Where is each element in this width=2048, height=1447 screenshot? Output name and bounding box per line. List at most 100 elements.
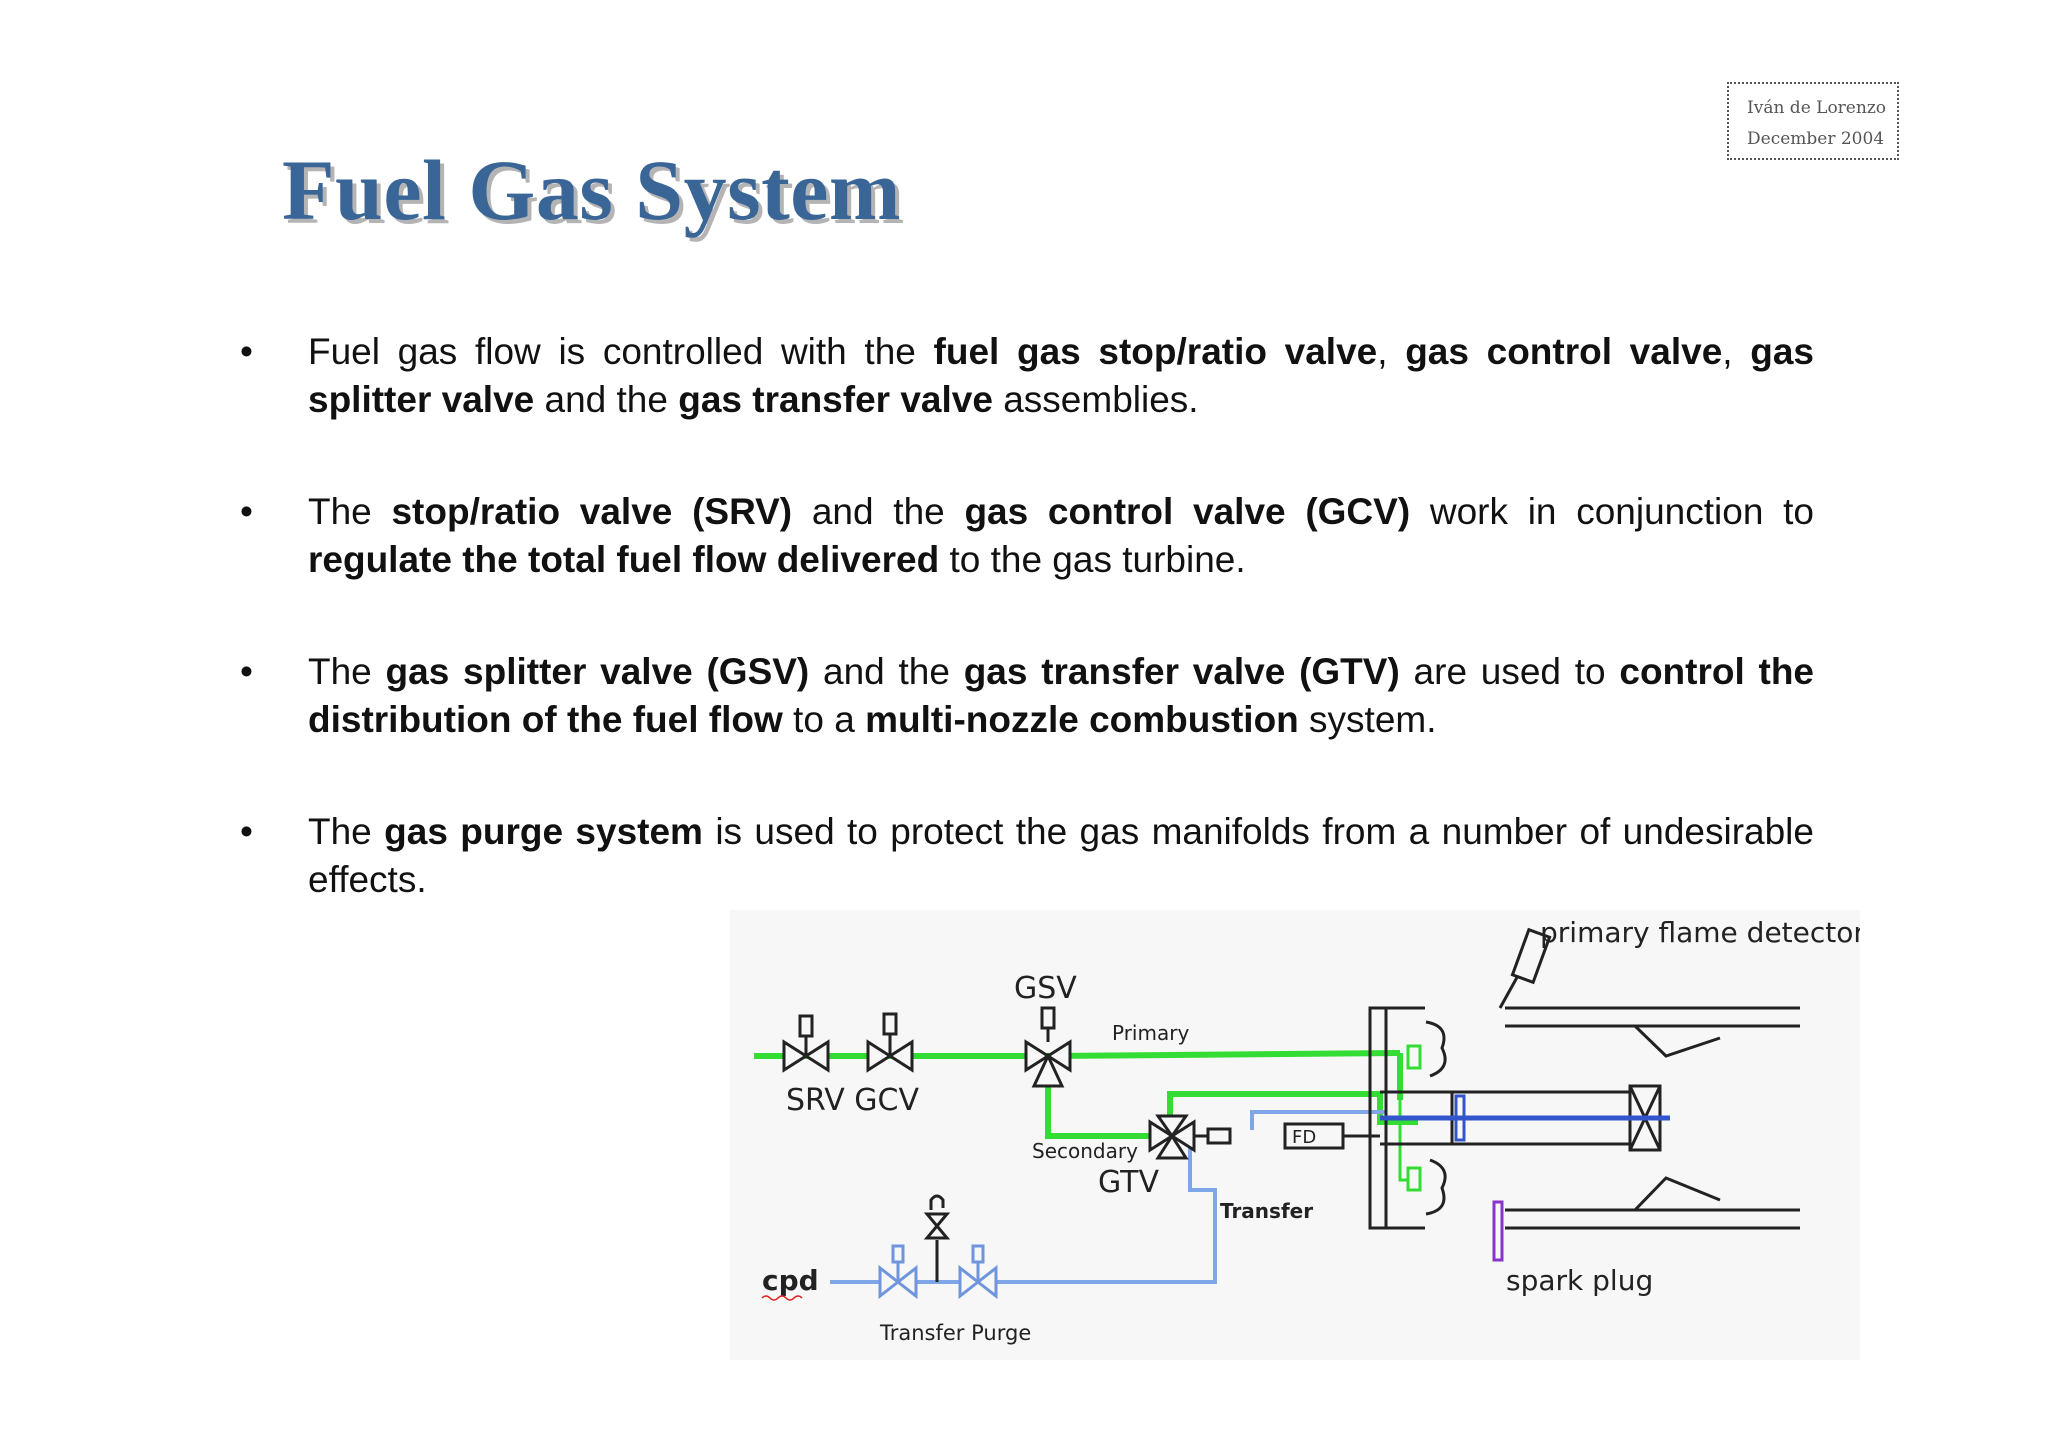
fuel-gas-diagram: SRV GCV GSV Primary Secondary GTV Transf… <box>730 910 1860 1360</box>
gtv-valve-left <box>1148 1119 1175 1153</box>
secondary-branch <box>1398 1100 1408 1182</box>
purge-valve-1 <box>878 1244 918 1300</box>
srv-actuator <box>798 1014 814 1038</box>
author-name: Iván de Lorenzo <box>1747 98 1887 118</box>
gtv-valve-bottom <box>1155 1133 1189 1160</box>
spark-plug-icon <box>1492 1200 1504 1262</box>
purge-valve-1-left <box>878 1264 901 1300</box>
bullet-bold: gas transfer valve <box>678 379 993 420</box>
slide-title: Fuel Gas System <box>282 142 902 238</box>
purge-valve-1-actuator <box>891 1244 905 1264</box>
bullet-bold: gas transfer valve (GTV) <box>963 651 1400 692</box>
combustor-cap-top <box>1425 1020 1447 1078</box>
bullet-text: is used to protect the gas manifolds fro… <box>308 811 1814 900</box>
detector-stem <box>1498 971 1522 1009</box>
transfer-line <box>830 1146 1217 1284</box>
bullet-item: • The stop/ratio valve (SRV) and the gas… <box>240 488 1814 584</box>
bullet-bold: multi-nozzle combustion <box>865 699 1299 740</box>
bullet-text: The <box>308 811 385 852</box>
label-fd: FD <box>1292 1127 1316 1148</box>
gsv-valve <box>1024 1006 1072 1088</box>
secondary-gas-line <box>1045 1070 1150 1139</box>
gtv-valve <box>1148 1114 1232 1160</box>
vent-valve <box>923 1194 951 1282</box>
srv-valve-left <box>782 1039 809 1073</box>
bullet-item: • The gas splitter valve (GSV) and the g… <box>240 648 1814 744</box>
purge-valve-1-right <box>895 1264 918 1300</box>
gsv-valve-bottom <box>1031 1052 1065 1088</box>
bullet-bold: gas control valve <box>1405 331 1723 372</box>
combustor-louver-top <box>1633 1024 1721 1058</box>
bullet-text: and the <box>809 651 964 692</box>
primary-gas-line <box>1049 1050 1401 1059</box>
combustor-cap-bottom <box>1425 1158 1447 1216</box>
cpd-underline <box>761 1295 803 1301</box>
bullet-bold: gas splitter valve <box>308 331 1814 420</box>
label-secondary: Secondary <box>1032 1139 1138 1163</box>
fd-rect <box>1283 1122 1345 1150</box>
purge-valve-2-actuator <box>971 1244 985 1264</box>
purge-valve-2-right <box>975 1264 998 1300</box>
bullet-bold: gas splitter valve (GSV) <box>385 651 810 692</box>
author-box: Iván de Lorenzo December 2004 <box>1727 82 1899 160</box>
gsv-actuator <box>1040 1006 1056 1030</box>
label-transfer-purge: Transfer Purge <box>879 1321 1031 1345</box>
gcv-actuator <box>882 1012 898 1036</box>
bullet-bold: gas purge system <box>384 811 703 852</box>
bullet-text: to a <box>782 699 866 740</box>
bullet-text: and the <box>534 379 679 420</box>
bullet-bold: fuel gas stop/ratio valve <box>933 331 1378 372</box>
bullet-text: system. <box>1298 699 1437 740</box>
label-primary: Primary <box>1112 1021 1189 1045</box>
bullet-bold: regulate the total fuel flow delivered <box>308 539 940 580</box>
secondary-manifold-line <box>1167 1091 1418 1125</box>
bullet-bold: stop/ratio valve (SRV) <box>391 491 793 532</box>
label-spark-plug: spark plug <box>1506 1264 1653 1297</box>
nozzle-center <box>1380 1094 1670 1142</box>
bullet-text: to the gas turbine. <box>939 539 1246 580</box>
purge-valve-2 <box>958 1244 998 1300</box>
label-srv-gcv: SRV GCV <box>786 1083 920 1118</box>
secondary-fitting <box>1406 1166 1422 1192</box>
label-gsv: GSV <box>1014 971 1077 1006</box>
author-date: December 2004 <box>1747 129 1885 149</box>
srv-valve <box>782 1014 830 1073</box>
bullet-text: The <box>308 651 386 692</box>
label-cpd: cpd <box>762 1264 819 1297</box>
gsv-valve-left <box>1024 1039 1051 1073</box>
gcv-valve-right <box>887 1039 914 1073</box>
srv-valve-right <box>803 1039 830 1073</box>
bullet-text: , <box>1377 331 1406 372</box>
bullet-list: • Fuel gas flow is controlled with the f… <box>240 328 1814 968</box>
combustor-louver-bottom <box>1633 1176 1721 1212</box>
center-body-ring <box>1454 1094 1466 1142</box>
vent-cap <box>929 1194 945 1210</box>
bullet-text: work in conjunction to <box>1410 491 1814 532</box>
transfer-feed-line <box>1250 1110 1385 1130</box>
bullet-text: assemblies. <box>992 379 1199 420</box>
bullet-text: and the <box>792 491 965 532</box>
gcv-valve <box>866 1012 914 1073</box>
vent-valve-bottom <box>923 1223 951 1240</box>
label-transfer: Transfer <box>1220 1199 1313 1223</box>
primary-fitting <box>1406 1044 1422 1070</box>
gtv-valve-top <box>1155 1114 1189 1139</box>
bullet-dot: • <box>240 331 253 372</box>
bullet-dot: • <box>240 491 253 532</box>
bullet-text: are used to <box>1399 651 1620 692</box>
spark-plug-body <box>1492 1200 1504 1262</box>
label-primary-flame-detector: primary flame detector <box>1540 916 1860 949</box>
label-gtv: GTV <box>1098 1165 1160 1200</box>
vent-valve-top <box>923 1212 951 1229</box>
bullet-bold: gas control valve (GCV) <box>964 491 1411 532</box>
bullet-text: The <box>308 491 392 532</box>
green-fittings <box>1398 1044 1422 1192</box>
purge-valve-2-left <box>958 1264 981 1300</box>
bullet-dot: • <box>240 651 253 692</box>
bullet-dot: • <box>240 811 253 852</box>
gsv-valve-right <box>1045 1039 1072 1073</box>
transfer-lines <box>830 1110 1385 1284</box>
bullet-item: • The gas purge system is used to protec… <box>240 808 1814 904</box>
bullet-text: Fuel gas flow is controlled with the <box>308 331 934 372</box>
detector-body <box>1510 927 1552 985</box>
